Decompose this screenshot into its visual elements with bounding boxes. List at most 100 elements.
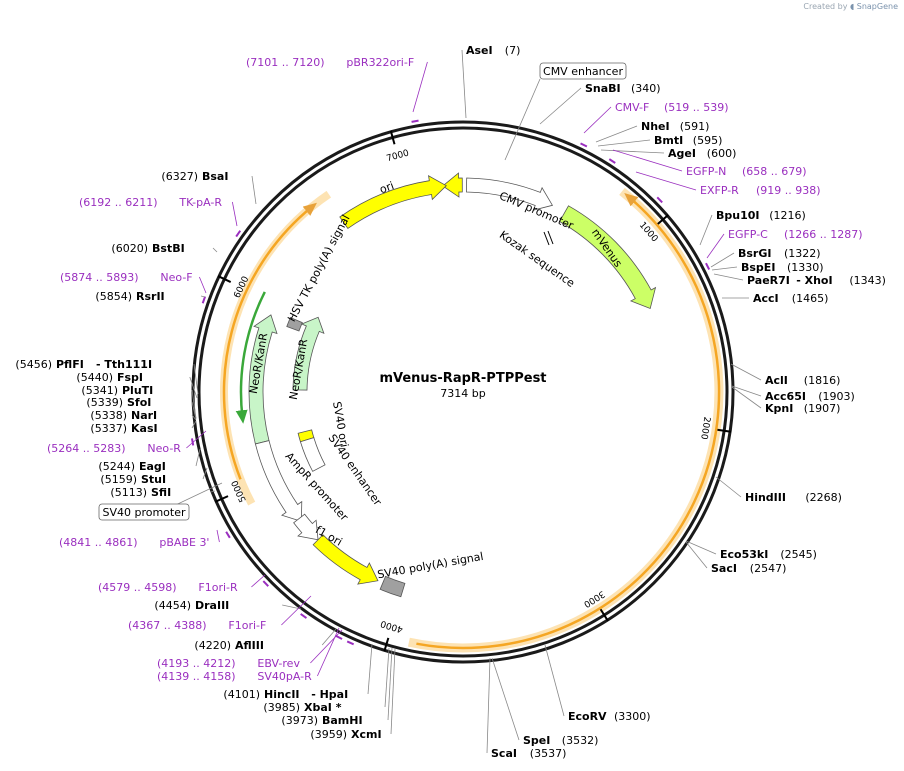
- leader-line: [200, 295, 206, 298]
- enzyme-position: (1216): [769, 209, 806, 222]
- leader-line: [699, 214, 713, 246]
- enzyme-position: (5456): [15, 358, 52, 371]
- sv40-pa-label: SV40 poly(A) signal: [376, 550, 484, 581]
- enzyme-position: (5440): [76, 371, 113, 384]
- primer-range: (919 .. 938): [756, 184, 821, 197]
- leader-line: [600, 149, 665, 154]
- neo-kan-label-outer: NeoR/KanR: [247, 332, 271, 395]
- enzyme-name: KpnI: [765, 402, 793, 415]
- enzyme-site-pflfi: (5456) PflFI - Tth111I: [15, 358, 152, 371]
- enzyme-site-eco53ki: Eco53kI (2545): [720, 548, 817, 561]
- kozak-mark: [547, 230, 554, 245]
- leader-line: [202, 467, 208, 480]
- enzyme-name: FspI: [117, 371, 143, 384]
- enzyme-site-draiii: (4454)DraIII: [154, 599, 229, 612]
- enzyme-name: PaeR7I: [747, 274, 790, 287]
- primer-mark: [335, 634, 343, 640]
- primer-name: EGFP-N: [686, 165, 726, 178]
- primer-name: pBABE 3': [159, 536, 209, 549]
- orf-highlight-main: [407, 187, 724, 653]
- enzyme-position: (1322): [784, 247, 821, 260]
- watermark-brand: SnapGene: [856, 2, 898, 11]
- leader-line: [310, 629, 343, 664]
- leader-line: [612, 149, 683, 172]
- label-layer: AseI(7)SnaBI(340)NheI(591)BmtI(595)AgeI(…: [15, 44, 886, 760]
- snapgene-logo-icon: ◖: [849, 2, 855, 11]
- enzyme-position: (5159): [100, 473, 137, 486]
- enzyme-name: NarI: [131, 409, 157, 422]
- enzyme-name: PflFI: [56, 358, 84, 371]
- leader-line: [595, 125, 638, 143]
- enzyme-position: (3985): [263, 701, 300, 714]
- primer-neo-r: (5264 .. 5283)Neo-R: [47, 442, 181, 455]
- primer-ebv-rev: (4193 .. 4212)EBV-rev: [157, 657, 300, 670]
- primer-mark: [262, 580, 269, 587]
- primer-tk-pa-r: (6192 .. 6211)TK-pA-R: [79, 196, 222, 209]
- enzyme-name: SpeI: [523, 734, 550, 747]
- leader-line: [461, 49, 467, 119]
- primer-name: EBV-rev: [257, 657, 300, 670]
- enzyme-site-snabi: SnaBI(340): [585, 82, 661, 95]
- orf-arc-main: [416, 193, 721, 650]
- enzyme-name: BsrGI: [738, 247, 771, 260]
- tick-label: 7000: [385, 148, 410, 164]
- primer-mark: [201, 296, 207, 304]
- leader-line: [193, 363, 199, 395]
- primer-range: (1266 .. 1287): [784, 228, 863, 241]
- primer-mark: [346, 640, 355, 646]
- enzyme-site-bsai: (6327)BsaI: [161, 170, 228, 183]
- plasmid-name: mVenus-RapR-PTPPest: [379, 371, 546, 386]
- tick-mark: [383, 637, 390, 652]
- primer-cmv-f: CMV-F(519 .. 539): [615, 101, 729, 114]
- enzyme-name: SfoI: [127, 396, 151, 409]
- enzyme-site-rsrii: (5854)RsrII: [95, 290, 164, 303]
- enzyme-position: (2545): [780, 548, 817, 561]
- primer-pbabe-3: (4841 .. 4861)pBABE 3': [59, 536, 209, 549]
- primer-range: (7101 .. 7120): [246, 56, 325, 69]
- primer-mark: [300, 613, 308, 619]
- neo-kan-feature-inner: [292, 316, 325, 391]
- leader-line: [317, 627, 340, 677]
- primer-range: (5264 .. 5283): [47, 442, 126, 455]
- enzyme-position: (600): [707, 147, 737, 160]
- leader-line: [210, 490, 216, 493]
- enzyme-name-2: - HpaI: [311, 688, 348, 701]
- snapgene-watermark: Created by ◖ SnapGene: [803, 2, 898, 11]
- leader-line: [706, 233, 725, 259]
- enzyme-site-eagi: (5244)EagI: [98, 460, 165, 473]
- enzyme-name: Eco53kI: [720, 548, 768, 561]
- enzyme-position: (4220): [194, 639, 231, 652]
- leader-line: [539, 87, 582, 125]
- enzyme-site-spei: SpeI(3532): [523, 734, 598, 747]
- leader-line: [216, 529, 220, 543]
- backbone-inner: [197, 126, 729, 658]
- leader-line: [710, 252, 735, 268]
- enzyme-name: StuI: [141, 473, 166, 486]
- enzyme-name: AclI: [765, 374, 788, 387]
- leader-line: [191, 414, 197, 421]
- leader-line: [191, 401, 197, 420]
- enzyme-site-paer7i: PaeR7I- XhoI(1343): [747, 274, 886, 287]
- kozak-sequence-label: Kozak sequence: [497, 228, 577, 290]
- leader-line: [544, 644, 565, 717]
- leader-line: [321, 628, 337, 646]
- primer-name: TK-pA-R: [178, 196, 222, 209]
- enzyme-name: AgeI: [668, 147, 696, 160]
- enzyme-site-acci: AccI(1465): [753, 292, 828, 305]
- enzyme-name: BsaI: [202, 170, 228, 183]
- label-box: [539, 62, 627, 80]
- boxed-label: SV40 promoter: [102, 506, 186, 519]
- enzyme-name-2: - Tth111I: [96, 358, 152, 371]
- leader-line: [711, 266, 738, 271]
- enzyme-position: (3300): [614, 710, 651, 723]
- enzyme-name: XcmI: [351, 728, 382, 741]
- primer-egfp-c: EGFP-C(1266 .. 1287): [728, 228, 863, 241]
- tick-mark: [717, 428, 732, 433]
- enzyme-site-fspi: (5440) FspI: [76, 371, 143, 384]
- enzyme-position: (2268): [805, 491, 842, 504]
- enzyme-position: (5113): [110, 486, 147, 499]
- primer-mark: [656, 196, 663, 204]
- enzyme-site-xbai: (3985)XbaI *: [263, 701, 341, 714]
- enzyme-name: EcoRV: [568, 710, 607, 723]
- enzyme-position: (4101): [223, 688, 260, 701]
